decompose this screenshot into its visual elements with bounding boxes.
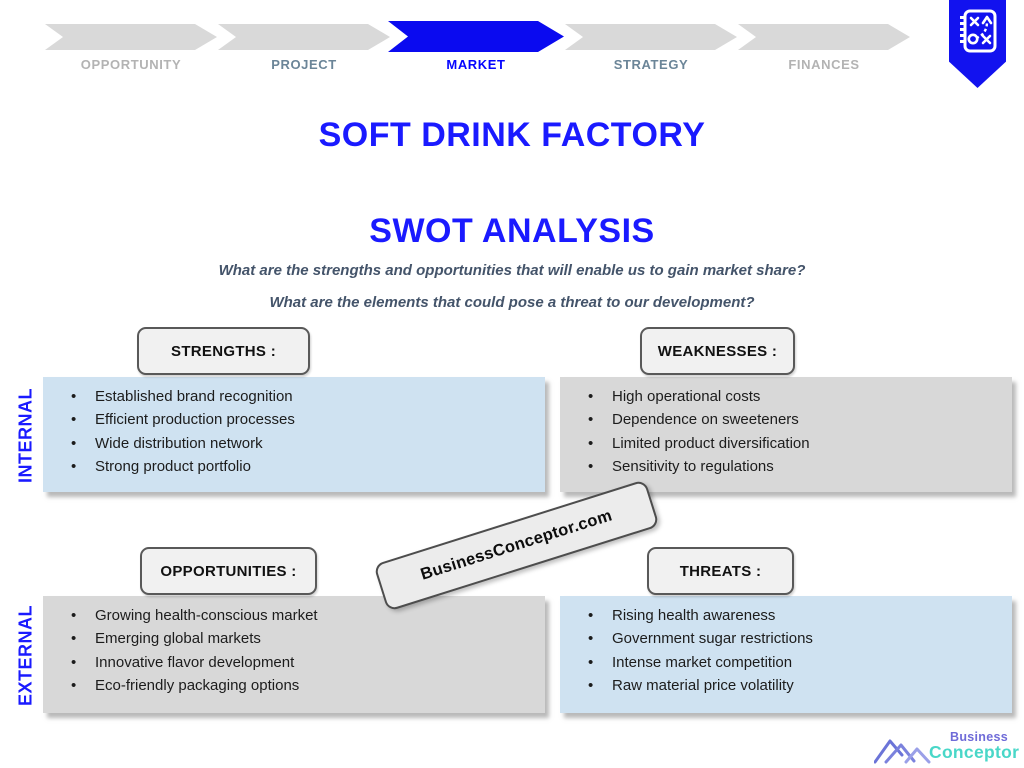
threats-header: THREATS : [647,547,794,595]
strategy-playbook-icon [957,0,999,88]
bookmark-ribbon [949,0,1006,88]
internal-axis-label: INTERNAL [15,388,36,483]
list-item: Eco-friendly packaging options [43,674,545,698]
list-item: Efficient production processes [43,408,545,432]
opportunities-header: OPPORTUNITIES : [140,547,317,595]
nav-step-strategy [565,24,737,50]
list-item: High operational costs [560,385,1012,409]
nav-label-strategy: STRATEGY [613,57,689,72]
nav-step-market [388,21,564,52]
list-item: Wide distribution network [43,432,545,456]
list-item: Strong product portfolio [43,455,545,479]
list-item: Intense market competition [560,651,1012,675]
opportunities-list: Growing health-conscious market Emerging… [43,596,545,698]
nav-label-market: MARKET [446,57,506,72]
watermark-badge: BusinessConceptor.com [373,479,660,612]
section-title: SWOT ANALYSIS [369,212,655,250]
strengths-list: Established brand recognition Efficient … [43,377,545,479]
strengths-header: STRENGTHS : [137,327,310,375]
nav-label-project: PROJECT [271,57,337,72]
list-item: Raw material price volatility [560,674,1012,698]
strengths-box: Established brand recognition Efficient … [43,377,545,492]
list-item: Growing health-conscious market [43,604,545,628]
nav-label-opportunity: OPPORTUNITY [80,57,182,72]
threats-box: Rising health awareness Government sugar… [560,596,1012,713]
question-line-2: What are the elements that could pose a … [269,294,755,311]
external-axis-label: EXTERNAL [15,605,36,707]
nav-step-finances [738,24,910,50]
brand-name-line1: Business [950,730,1008,744]
list-item: Innovative flavor development [43,651,545,675]
page-title: SOFT DRINK FACTORY [318,116,706,154]
threats-list: Rising health awareness Government sugar… [560,596,1012,698]
weaknesses-box: High operational costs Dependence on swe… [560,377,1012,492]
list-item: Emerging global markets [43,627,545,651]
list-item: Limited product diversification [560,432,1012,456]
list-item: Dependence on sweeteners [560,408,1012,432]
list-item: Established brand recognition [43,385,545,409]
list-item: Government sugar restrictions [560,627,1012,651]
brand-logo: Business Conceptor [874,729,1019,767]
question-line-1: What are the strengths and opportunities… [218,262,806,279]
weaknesses-header: WEAKNESSES : [640,327,795,375]
nav-step-opportunity [45,24,217,50]
opportunities-box: Growing health-conscious market Emerging… [43,596,545,713]
weaknesses-list: High operational costs Dependence on swe… [560,377,1012,479]
brand-name-line2: Conceptor [929,742,1020,762]
nav-step-project [218,24,390,50]
nav-label-finances: FINANCES [788,57,860,72]
list-item: Rising health awareness [560,604,1012,628]
list-item: Sensitivity to regulations [560,455,1012,479]
